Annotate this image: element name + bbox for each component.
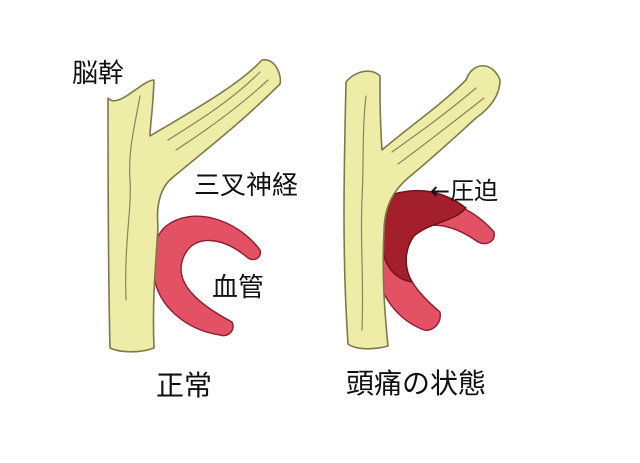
normal-panel xyxy=(107,59,282,353)
blood-vessel-normal xyxy=(151,215,262,337)
brainstem-normal xyxy=(107,59,282,353)
label-headache-state: 頭痛の状態 xyxy=(346,367,486,400)
label-brainstem: 脳幹 xyxy=(72,59,124,89)
label-normal: 正常 xyxy=(156,369,212,402)
nerve-fiber-line xyxy=(391,87,477,153)
compressed-panel xyxy=(343,64,501,350)
nerve-fiber-line xyxy=(360,95,367,331)
nerve-fiber-line xyxy=(175,79,269,151)
label-blood-vessel: 血管 xyxy=(212,273,264,303)
nerve-fiber-line xyxy=(125,95,141,301)
label-compression: ←圧迫 xyxy=(430,177,498,205)
brainstem-compressed xyxy=(343,64,501,350)
nerve-fiber-line xyxy=(397,97,485,165)
label-trigeminal-nerve: 三叉神経 xyxy=(194,171,298,201)
nerve-fiber-line xyxy=(167,71,261,141)
